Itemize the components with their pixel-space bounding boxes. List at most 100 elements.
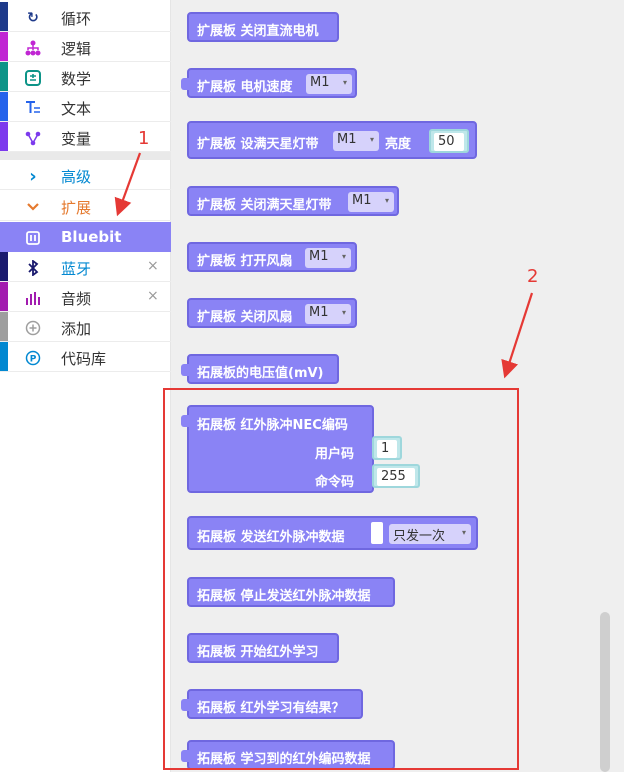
category-color-bar — [0, 2, 8, 31]
category-color-bar — [0, 62, 8, 91]
block-motor-speed[interactable]: 扩展板 电机速度 M1 ▾ — [181, 68, 357, 98]
category-add[interactable]: 添加 — [0, 312, 171, 342]
loop-icon: ↻ — [27, 10, 39, 26]
user-code-input[interactable]: 1 — [372, 436, 402, 460]
block-label: 拓展板 红外脉冲NEC编码 — [197, 418, 348, 433]
block-ir-result[interactable]: 拓展板 红外学习有结果？ — [181, 689, 363, 719]
category-label: Bluebit — [61, 228, 122, 246]
highlight-box — [163, 388, 519, 770]
category-label: 数学 — [61, 70, 92, 88]
led-dropdown[interactable]: M1 ▾ — [348, 192, 394, 212]
close-icon[interactable]: × — [147, 288, 159, 304]
led-dropdown[interactable]: M1 ▾ — [333, 131, 379, 151]
category-color-bar — [0, 32, 8, 61]
category-separator — [0, 152, 171, 160]
block-fan-on[interactable]: 扩展板 打开风扇 M1 ▾ — [187, 242, 357, 272]
command-code-input[interactable]: 255 — [372, 464, 420, 488]
dropdown-value: M1 — [337, 132, 357, 147]
block-label: 拓展板 红外学习有结果？ — [197, 701, 345, 716]
block-fan-off[interactable]: 扩展板 关闭风扇 M1 ▾ — [187, 298, 357, 328]
category-extensions[interactable]: 扩展 — [0, 191, 171, 221]
dropdown-value: M1 — [309, 249, 329, 264]
category-label: 文本 — [61, 100, 92, 118]
svg-text:P: P — [30, 355, 37, 365]
block-label: 扩展板 关闭满天星灯带 — [197, 198, 332, 213]
block-ir-send[interactable]: 拓展板 发送红外脉冲数据 只发一次 ▾ — [187, 516, 478, 550]
dropdown-value: 只发一次 — [393, 529, 446, 544]
category-text[interactable]: 文本 — [0, 92, 171, 122]
annotation-label-2: 2 — [527, 266, 539, 287]
category-audio[interactable]: 音频 × — [0, 282, 171, 312]
block-voltage[interactable]: 拓展板的电压值(mV) — [181, 354, 339, 384]
block-label: 拓展板 发送红外脉冲数据 — [197, 530, 345, 545]
dropdown-arrow-icon: ▾ — [341, 252, 346, 261]
block-output-notch — [181, 699, 189, 711]
category-label: 变量 — [61, 130, 92, 148]
category-code-library[interactable]: P 代码库 — [0, 342, 171, 372]
block-led-strip-set[interactable]: 扩展板 设满天星灯带 M1 ▾ 亮度 50 — [187, 121, 477, 159]
category-loops[interactable]: ↻ 循环 — [0, 2, 171, 32]
fan-dropdown[interactable]: M1 ▾ — [305, 304, 351, 324]
brightness-input[interactable]: 50 — [429, 129, 469, 153]
close-icon[interactable]: × — [147, 258, 159, 274]
dropdown-arrow-icon: ▾ — [384, 196, 389, 205]
category-logic[interactable]: 逻辑 — [0, 32, 171, 62]
block-label: 扩展板 电机速度 — [197, 80, 293, 95]
dropdown-arrow-icon: ▾ — [342, 78, 347, 87]
fan-dropdown[interactable]: M1 ▾ — [305, 248, 351, 268]
logic-icon — [24, 39, 42, 57]
category-variables[interactable]: 变量 — [0, 122, 171, 152]
block-ir-learn[interactable]: 拓展板 开始红外学习 — [187, 633, 339, 663]
category-color-bar — [0, 92, 8, 121]
block-output-notch — [181, 364, 189, 376]
category-label: 高级 — [61, 168, 92, 186]
motor-dropdown[interactable]: M1 ▾ — [306, 74, 352, 94]
block-ir-nec-encode[interactable]: 拓展板 红外脉冲NEC编码 用户码 命令码 — [181, 405, 374, 493]
block-output-notch — [181, 415, 189, 427]
category-color-bar — [0, 282, 8, 311]
block-input-slot[interactable] — [371, 522, 383, 544]
send-mode-dropdown[interactable]: 只发一次 ▾ — [389, 524, 471, 544]
dropdown-value: M1 — [352, 193, 372, 208]
block-label: 扩展板 打开风扇 — [197, 254, 293, 269]
package-icon: P — [24, 349, 42, 367]
add-icon — [24, 319, 42, 337]
block-led-strip-off[interactable]: 扩展板 关闭满天星灯带 M1 ▾ — [187, 186, 399, 216]
chevron-down-icon — [24, 198, 42, 216]
bluetooth-icon — [24, 259, 42, 277]
category-label: 添加 — [61, 320, 92, 338]
brightness-label: 亮度 — [385, 137, 412, 152]
category-label: 循环 — [61, 10, 92, 28]
audio-icon — [24, 289, 42, 307]
block-output-notch — [181, 750, 189, 762]
category-label: 代码库 — [61, 350, 107, 368]
number-value: 255 — [377, 468, 415, 486]
annotation-label-1: 1 — [138, 128, 150, 149]
category-bluetooth[interactable]: 蓝牙 × — [0, 252, 171, 282]
dropdown-value: M1 — [309, 305, 329, 320]
dropdown-arrow-icon: ▾ — [341, 308, 346, 317]
category-label: 逻辑 — [61, 40, 92, 58]
text-icon — [24, 99, 42, 117]
block-input-notch — [181, 78, 189, 90]
number-value: 1 — [377, 440, 397, 458]
block-label: 拓展板 停止发送红外脉冲数据 — [197, 589, 371, 604]
number-value: 50 — [434, 133, 464, 151]
block-label: 扩展板 关闭直流电机 — [197, 24, 319, 39]
category-color-bar — [0, 312, 8, 341]
category-color-bar — [0, 122, 8, 151]
category-label: 蓝牙 — [61, 260, 92, 278]
category-bluebit[interactable]: Bluebit — [0, 222, 171, 252]
block-motor-off[interactable]: 扩展板 关闭直流电机 — [187, 12, 339, 42]
category-advanced[interactable]: › 高级 — [0, 160, 171, 190]
block-ir-stop[interactable]: 拓展板 停止发送红外脉冲数据 — [187, 577, 395, 607]
block-label: 扩展板 设满天星灯带 — [197, 137, 319, 152]
category-sidebar: ↻ 循环 逻辑 数学 文本 — [0, 0, 171, 772]
dropdown-arrow-icon: ▾ — [461, 528, 466, 537]
category-label: 音频 — [61, 290, 92, 308]
category-color-bar — [0, 342, 8, 371]
workspace-scrollbar[interactable] — [600, 612, 610, 772]
category-math[interactable]: 数学 — [0, 62, 171, 92]
dropdown-arrow-icon: ▾ — [369, 135, 374, 144]
